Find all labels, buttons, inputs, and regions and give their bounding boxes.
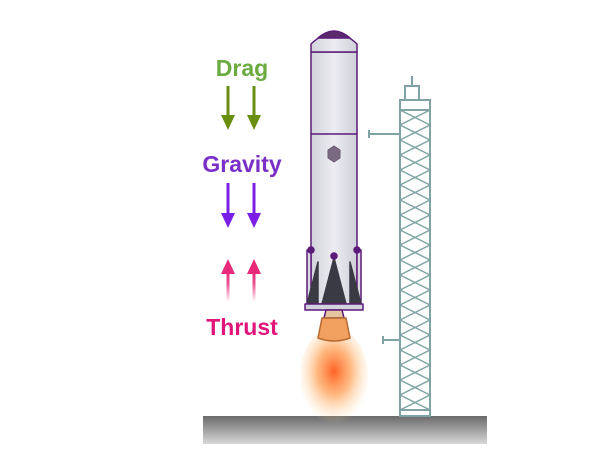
thrust-arrow xyxy=(247,259,261,302)
exhaust-flame xyxy=(300,328,368,424)
thrust-arrow xyxy=(221,259,235,302)
drag-arrows xyxy=(221,86,261,130)
drag-arrow xyxy=(247,86,261,130)
rocket xyxy=(304,30,364,342)
launch-tower xyxy=(368,76,431,417)
drag-label: Drag xyxy=(215,55,269,81)
thrust-arrows xyxy=(221,259,261,302)
drag-arrow xyxy=(221,86,235,130)
gravity-label: Gravity xyxy=(202,151,282,177)
gravity-arrow xyxy=(247,183,261,228)
gravity-arrow xyxy=(221,183,235,228)
gravity-arrows xyxy=(221,183,261,228)
thrust-label: Thrust xyxy=(206,314,278,340)
